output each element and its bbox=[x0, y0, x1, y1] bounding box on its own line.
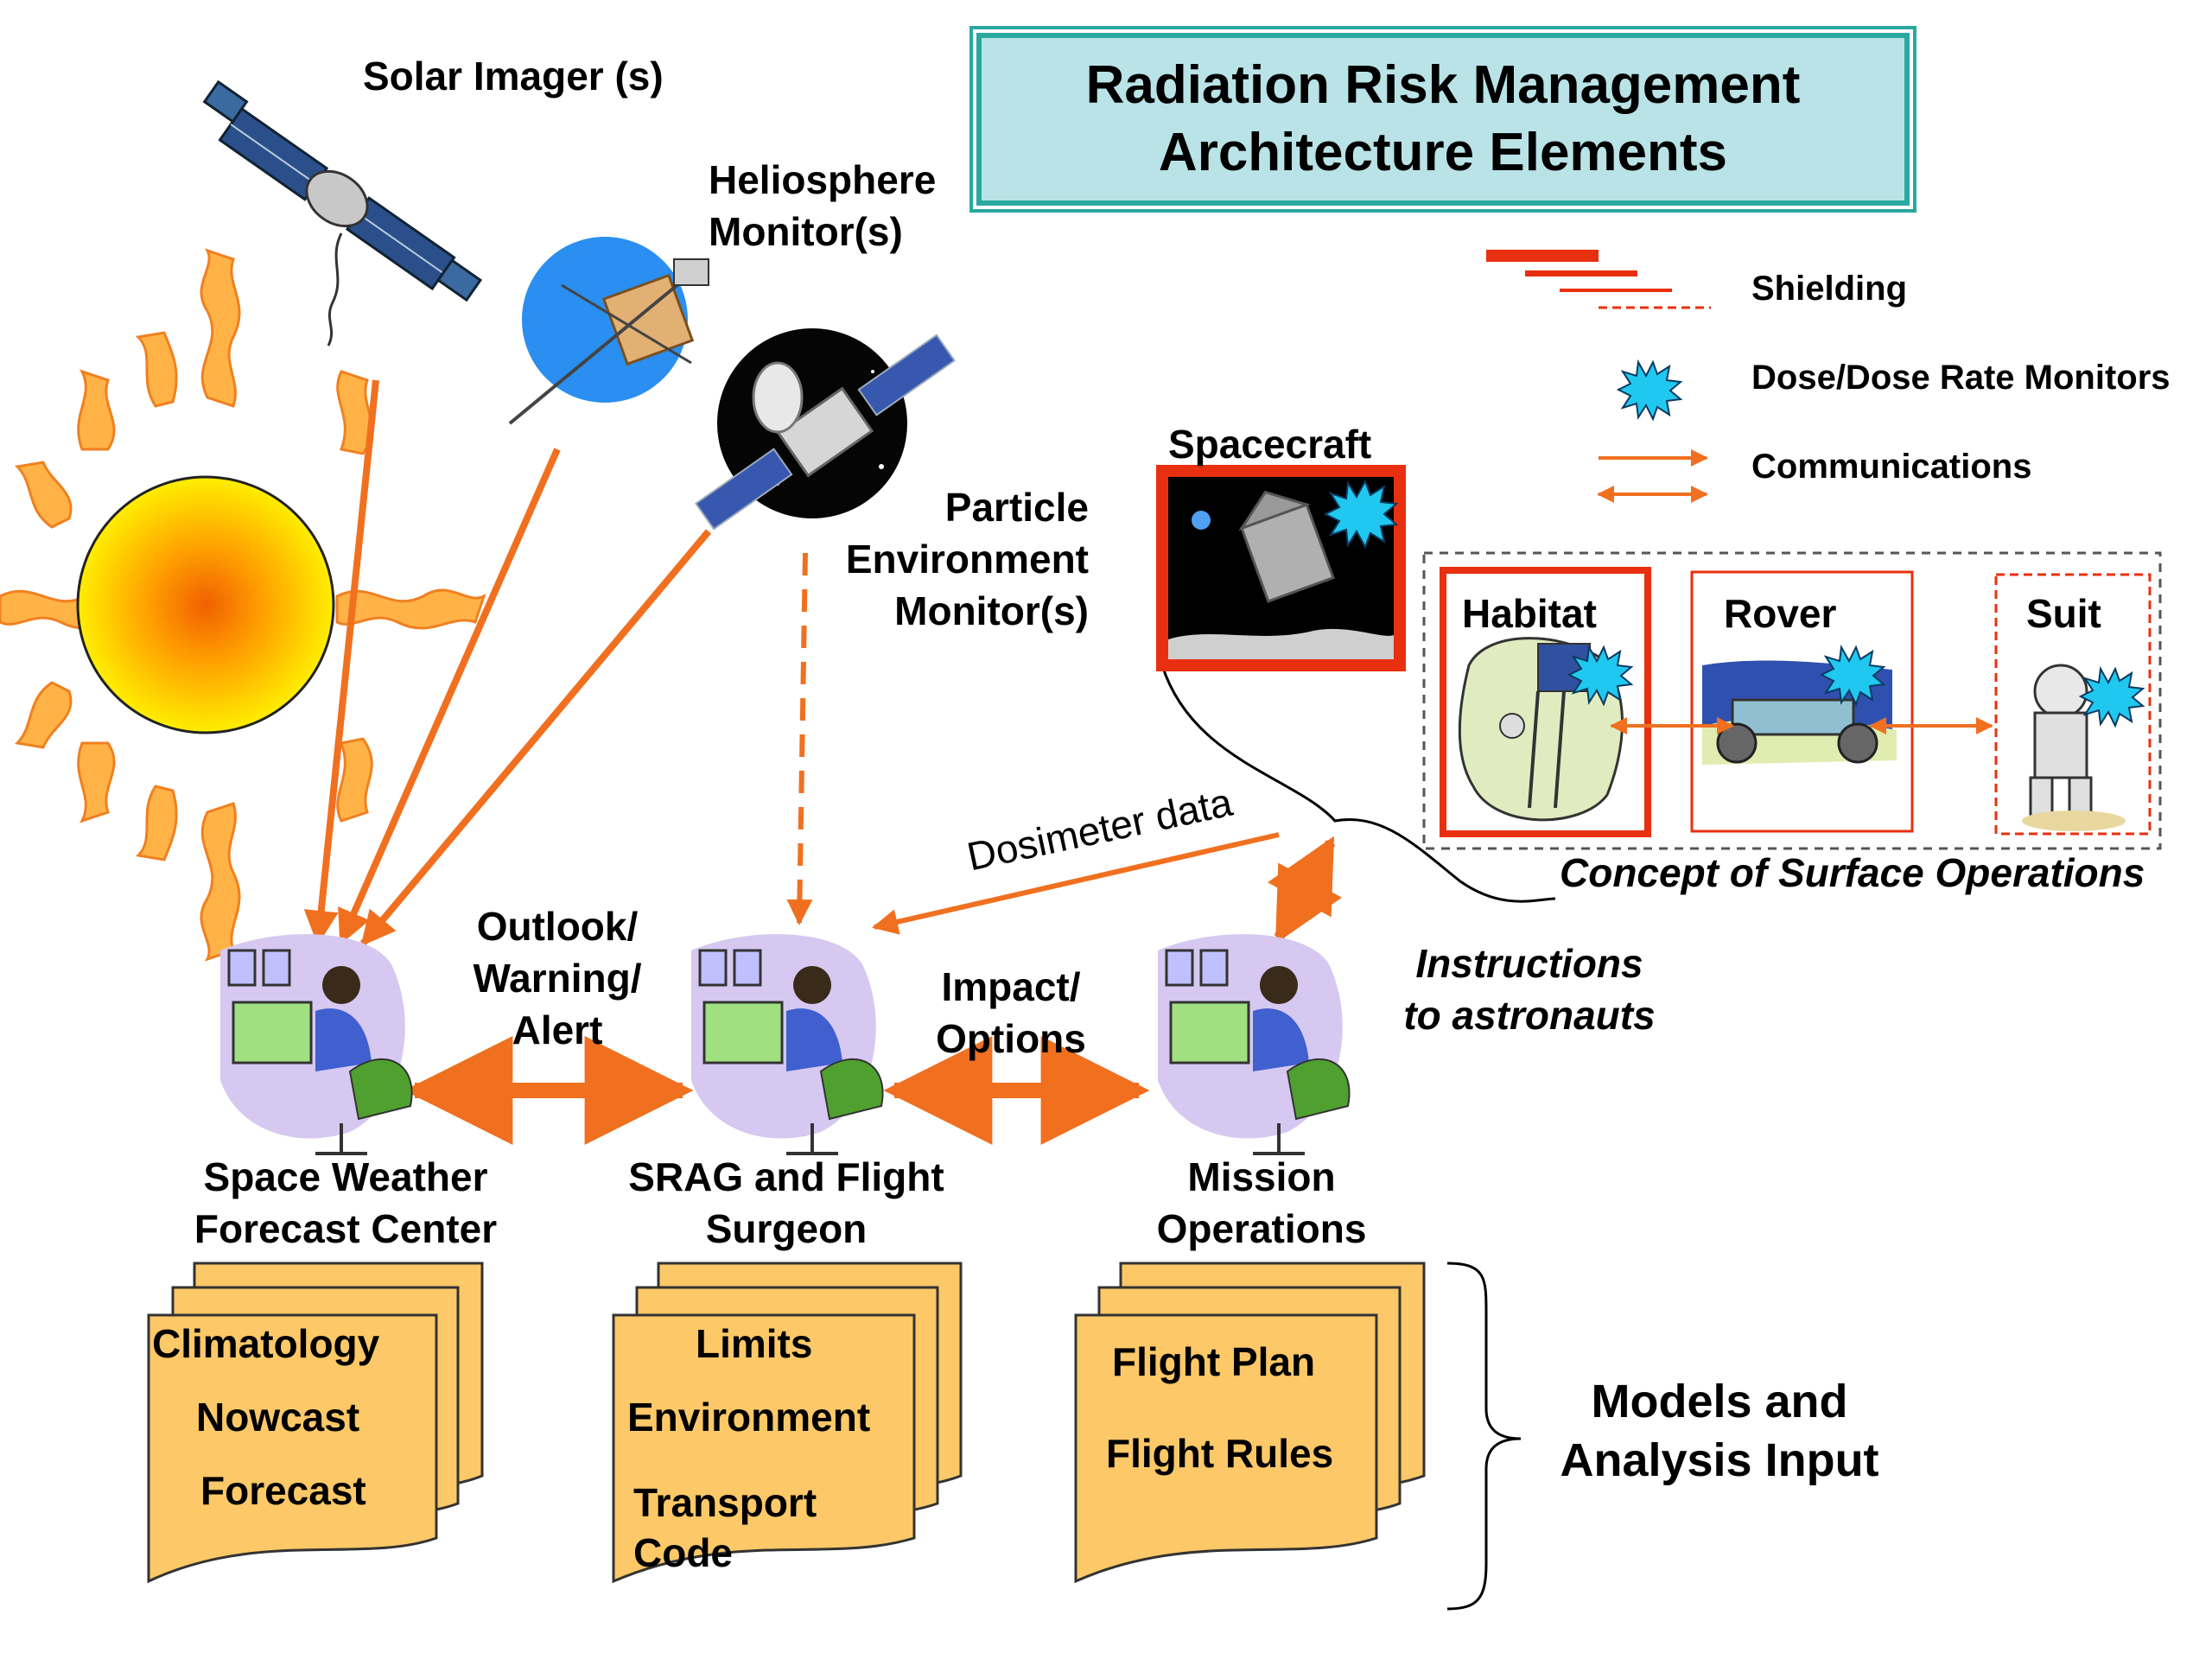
particle-monitor-icon bbox=[695, 328, 956, 531]
spacecraft-label: Spacecraft bbox=[1168, 422, 1372, 467]
srag-console-icon bbox=[691, 934, 884, 1155]
doc-climatology: Climatology bbox=[152, 1321, 380, 1366]
doc-environment: Environment bbox=[627, 1395, 871, 1440]
outlook-warning-alert-label: Outlook/Warning/Alert bbox=[473, 904, 642, 1052]
doc-code: Code bbox=[633, 1530, 733, 1575]
surface-ops-frame bbox=[1422, 551, 2162, 850]
habitat-box bbox=[1440, 567, 1651, 837]
suit-label: Suit bbox=[2026, 591, 2101, 636]
models-brace bbox=[1446, 1262, 1522, 1611]
srag-doc-stack bbox=[612, 1262, 963, 1584]
legend-communications-label: Communications bbox=[1751, 448, 2032, 486]
dose-monitor-icon bbox=[1323, 479, 1399, 550]
legend-shielding-label: Shielding bbox=[1751, 270, 1907, 308]
suit-box bbox=[1994, 573, 2152, 836]
doc-transport: Transport bbox=[633, 1480, 817, 1525]
sun-icon bbox=[0, 248, 486, 962]
doc-flight-rules: Flight Rules bbox=[1106, 1431, 1334, 1476]
dose-legend-icon bbox=[1616, 359, 1683, 422]
rover-label: Rover bbox=[1724, 591, 1837, 636]
heliosphere-monitor-icon bbox=[508, 237, 710, 425]
impact-options-label: Impact/Options bbox=[936, 964, 1086, 1061]
particle-to-srag-dashed-arrow bbox=[786, 552, 813, 925]
solar-imager-satellite-icon bbox=[202, 79, 483, 346]
mission-doc-stack bbox=[1074, 1262, 1426, 1584]
swfc-doc-stack bbox=[147, 1262, 484, 1584]
spacecraft-callout-line bbox=[1160, 664, 1556, 903]
doc-nowcast: Nowcast bbox=[196, 1395, 360, 1440]
source-communication-arrows bbox=[303, 379, 712, 947]
mission-console-icon bbox=[1158, 934, 1351, 1155]
doc-forecast: Forecast bbox=[200, 1468, 366, 1513]
legend bbox=[1486, 250, 1711, 503]
rover-box bbox=[1690, 570, 1914, 833]
swfc-console-icon bbox=[220, 934, 413, 1155]
surface-ops-caption: Concept of Surface Operations bbox=[1560, 850, 2145, 895]
instructions-arrow bbox=[1267, 836, 1343, 944]
shielding-legend-icon bbox=[1486, 250, 1711, 309]
legend-dose-label: Dose/Dose Rate Monitors bbox=[1751, 359, 2171, 397]
habitat-label: Habitat bbox=[1462, 591, 1597, 636]
solar-imager-label: Solar Imager (s) bbox=[363, 54, 664, 99]
doc-limits: Limits bbox=[696, 1321, 813, 1366]
dosimeter-data-arrow bbox=[872, 832, 1280, 935]
doc-flight-plan: Flight Plan bbox=[1112, 1339, 1316, 1384]
spacecraft-box bbox=[1156, 465, 1406, 671]
